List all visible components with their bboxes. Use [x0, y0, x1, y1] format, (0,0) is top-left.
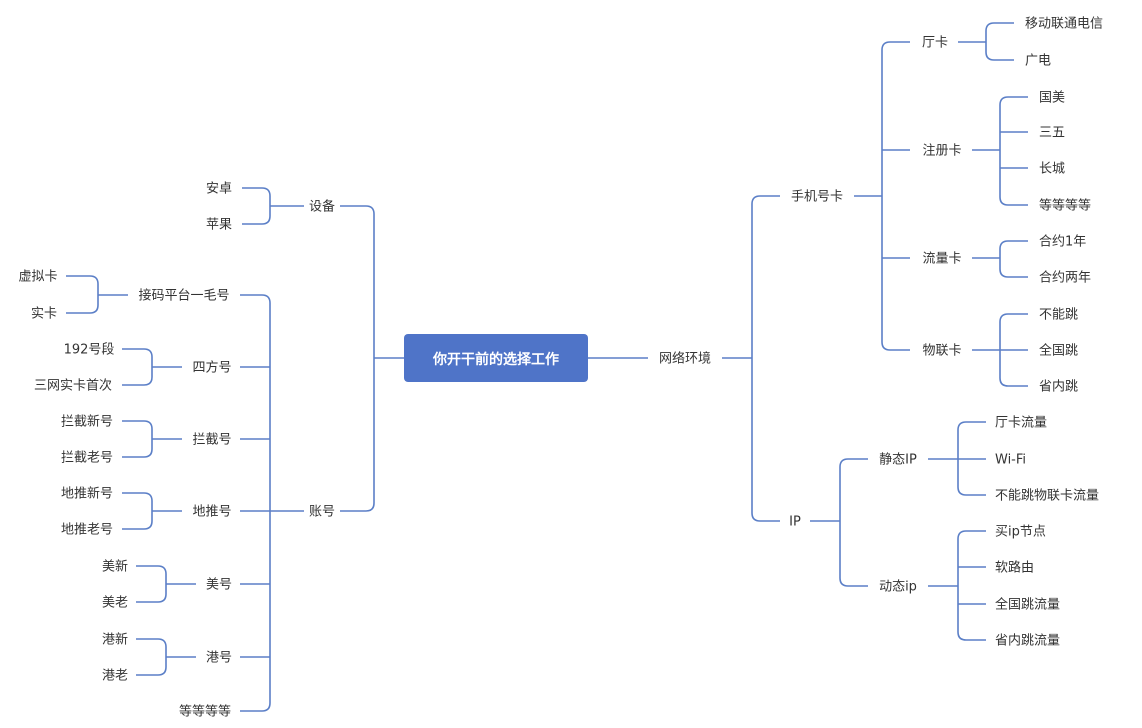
node-ip-0-2[interactable]: 不能跳物联卡流量 [995, 489, 1099, 504]
edge-account-branch-6 [240, 702, 271, 712]
node-account-6[interactable]: 等等等等 [179, 704, 231, 720]
node-account-2-1[interactable]: 拦截老号 [61, 451, 113, 466]
edge-phonecard-branch-0 [881, 41, 910, 51]
edge-ip-branch-0 [839, 458, 868, 468]
edge-root-left-branch-0 [340, 205, 375, 215]
node-account-1-0[interactable]: 192号段 [64, 343, 115, 358]
node-phonecard-3-1[interactable]: 全国跳 [1039, 343, 1078, 359]
edge-phonecard-2-branch-0 [999, 240, 1028, 250]
node-phonecard-1-3[interactable]: 等等等等 [1039, 198, 1091, 214]
node-account-0[interactable]: 接码平台一毛号 [138, 288, 229, 304]
node-ip-0-1[interactable]: Wi-Fi [995, 453, 1026, 468]
edge-phonecard-branch-3 [881, 341, 910, 351]
node-ip-1-0[interactable]: 买ip节点 [995, 525, 1046, 540]
node-account-4-1[interactable]: 美老 [102, 596, 128, 611]
edge-account-0-branch-0 [66, 275, 99, 285]
edge-phonecard-0-branch-0 [985, 22, 1014, 32]
edge-account-1-branch-0 [122, 348, 153, 358]
node-ip-1-2[interactable]: 全国跳流量 [995, 597, 1060, 613]
edge-device-branch-1 [242, 215, 271, 225]
node-device[interactable]: 设备 [309, 199, 335, 215]
node-phonecard-2-1[interactable]: 合约两年 [1039, 271, 1091, 286]
node-account-3-1[interactable]: 地推老号 [61, 523, 113, 538]
edge-account-5-branch-0 [136, 638, 167, 648]
node-apple[interactable]: 苹果 [206, 218, 232, 233]
root-node-label: 你开干前的选择工作 [432, 351, 559, 368]
edge-ip-1-branch-3 [957, 631, 986, 641]
node-phonecard-3[interactable]: 物联卡 [922, 344, 961, 359]
node-phonecard-3-0[interactable]: 不能跳 [1039, 308, 1078, 323]
edge-phonecard-1-branch-3 [999, 196, 1028, 206]
edge-account-3-branch-1 [122, 520, 153, 530]
edge-account-5-branch-1 [136, 666, 167, 676]
edge-root-left-branch-1 [340, 502, 375, 512]
node-ip-1-1[interactable]: 软路由 [995, 560, 1034, 576]
node-ip[interactable]: IP [789, 515, 801, 530]
node-phonecard-3-2[interactable]: 省内跳 [1039, 379, 1078, 395]
node-account-3[interactable]: 地推号 [192, 505, 231, 520]
node-account-5-0[interactable]: 港新 [102, 632, 128, 648]
edge-phonecard-1-branch-0 [999, 96, 1028, 106]
edge-account-2-branch-1 [122, 448, 153, 458]
edge-account-4-branch-0 [136, 565, 167, 575]
edge-account-2-branch-0 [122, 420, 153, 430]
node-phonecard-0-1[interactable]: 广电 [1025, 54, 1051, 69]
node-phonecard-2[interactable]: 流量卡 [922, 252, 961, 267]
node-account-5-1[interactable]: 港老 [102, 669, 128, 684]
edge-device-branch-0 [242, 187, 271, 197]
edge-ip-branch-1 [839, 577, 868, 587]
node-account-4-0[interactable]: 美新 [102, 559, 128, 575]
node-phonecard[interactable]: 手机号卡 [791, 190, 843, 205]
edge-phonecard-0-branch-1 [985, 51, 1014, 61]
node-phonecard-1-0[interactable]: 国美 [1039, 91, 1065, 106]
node-ip-1-3[interactable]: 省内跳流量 [995, 633, 1060, 649]
node-ip-1[interactable]: 动态ip [879, 580, 917, 595]
root-node-box[interactable] [404, 334, 588, 382]
node-phonecard-0-0[interactable]: 移动联通电信 [1025, 17, 1103, 32]
node-network[interactable]: 网络环境 [659, 351, 711, 367]
edge-account-branch-0 [240, 294, 271, 304]
node-phonecard-1-2[interactable]: 长城 [1039, 162, 1065, 177]
node-account-1-1[interactable]: 三网实卡首次 [34, 378, 112, 394]
node-account-3-0[interactable]: 地推新号 [61, 486, 113, 502]
edge-account-3-branch-0 [122, 492, 153, 502]
node-ip-0-0[interactable]: 厅卡流量 [995, 416, 1047, 431]
node-account-2-0[interactable]: 拦截新号 [61, 414, 113, 430]
node-phonecard-1-1[interactable]: 三五 [1039, 126, 1065, 141]
edge-account-0-branch-1 [66, 304, 99, 314]
node-account-5[interactable]: 港号 [206, 651, 232, 666]
node-phonecard-1[interactable]: 注册卡 [922, 144, 961, 159]
node-account-0-1[interactable]: 实卡 [31, 307, 57, 322]
node-account[interactable]: 账号 [309, 505, 335, 520]
edge-network-branch-1 [751, 512, 780, 522]
edge-phonecard-2-branch-1 [999, 268, 1028, 278]
node-account-0-0[interactable]: 虚拟卡 [18, 270, 57, 285]
node-account-2[interactable]: 拦截号 [192, 433, 231, 448]
edge-network-branch-0 [751, 195, 780, 205]
node-phonecard-2-0[interactable]: 合约1年 [1039, 235, 1086, 250]
node-account-4[interactable]: 美号 [206, 578, 232, 593]
edge-ip-1-branch-0 [957, 530, 986, 540]
node-android[interactable]: 安卓 [206, 182, 232, 197]
edge-ip-0-branch-2 [957, 486, 986, 496]
edge-ip-0-branch-0 [957, 421, 986, 431]
node-ip-0[interactable]: 静态IP [879, 453, 917, 468]
edge-account-1-branch-1 [122, 376, 153, 386]
edge-phonecard-3-branch-0 [999, 313, 1028, 323]
node-phonecard-0[interactable]: 厅卡 [922, 36, 948, 51]
edge-phonecard-3-branch-2 [999, 377, 1028, 387]
edge-account-4-branch-1 [136, 593, 167, 603]
node-account-1[interactable]: 四方号 [192, 360, 231, 376]
